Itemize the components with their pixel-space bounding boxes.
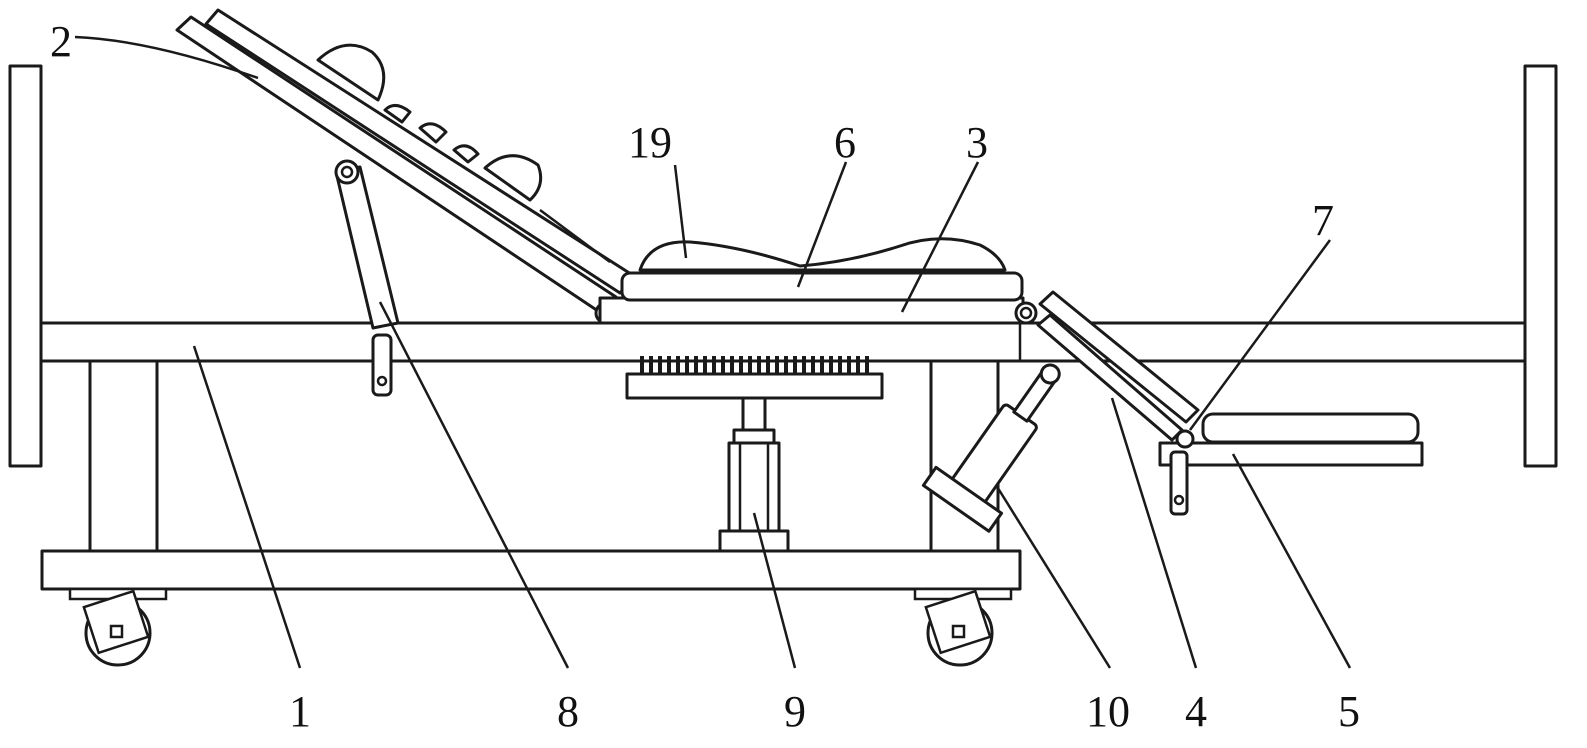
caster-wheel-left [82, 589, 152, 667]
callout-5: 5 [1338, 687, 1360, 736]
gear-tooth [640, 356, 644, 374]
gear-tooth [739, 356, 743, 374]
gear-tooth [721, 356, 725, 374]
gear-tooth [820, 356, 824, 374]
seat-base [598, 296, 1025, 325]
gear-tooth [676, 356, 680, 374]
main-bed-frame [39, 321, 1527, 363]
gear-rack-plate [625, 356, 884, 400]
gear-tooth [829, 356, 833, 374]
lift-jack [718, 396, 790, 553]
gear-tooth [703, 356, 707, 374]
gear-tooth [730, 356, 734, 374]
knee-hinge [1014, 301, 1038, 325]
gear-tooth [694, 356, 698, 374]
gear-tooth [775, 356, 779, 374]
callout-7: 7 [1312, 196, 1334, 245]
callout-2: 2 [50, 17, 72, 66]
gear-tooth [793, 356, 797, 374]
callout-19: 19 [628, 118, 672, 167]
callout-3: 3 [966, 118, 988, 167]
callout-10: 10 [1086, 687, 1130, 736]
gear-tooth [838, 356, 842, 374]
callout-9: 9 [784, 687, 806, 736]
gear-tooth [811, 356, 815, 374]
callout-8: 8 [557, 687, 579, 736]
gear-tooth [649, 356, 653, 374]
seat-board [620, 271, 1024, 302]
head-end-board [8, 64, 43, 468]
gear-tooth [658, 356, 662, 374]
gear-tooth [766, 356, 770, 374]
gear-tooth [802, 356, 806, 374]
gear-tooth [865, 356, 869, 374]
gear-tooth [847, 356, 851, 374]
gear-tooth [757, 356, 761, 374]
gear-tooth [712, 356, 716, 374]
leg-actuator [921, 363, 1061, 533]
gear-tooth [784, 356, 788, 374]
back-support-strut [334, 159, 400, 330]
gear-tooth [856, 356, 860, 374]
caster-wheel-right [924, 589, 994, 667]
callout-4: 4 [1185, 687, 1207, 736]
back-section [175, 8, 636, 317]
gear-tooth [667, 356, 671, 374]
seat-cushion [638, 237, 1007, 272]
support-post-left [88, 358, 159, 553]
leader-lines [74, 35, 1352, 669]
gear-tooth [748, 356, 752, 374]
foot-section [1158, 412, 1424, 516]
callout-1: 1 [289, 687, 311, 736]
callout-6: 6 [834, 118, 856, 167]
pin-latch-left [371, 333, 393, 397]
gear-tooth [685, 356, 689, 374]
foot-end-board [1523, 64, 1558, 468]
base-frame [40, 549, 1022, 591]
